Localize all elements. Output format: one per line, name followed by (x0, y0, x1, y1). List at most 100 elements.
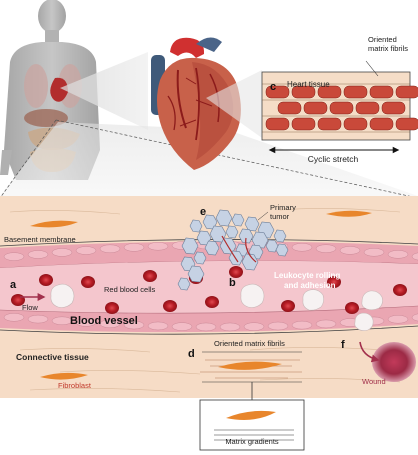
red-blood-cell (345, 302, 359, 314)
tumor-cell (209, 225, 227, 243)
tumor-cell (202, 214, 218, 230)
cardiomyocyte-cells (265, 85, 418, 131)
tumor-cell (215, 209, 233, 227)
endothelial-cell (171, 322, 193, 331)
cardiomyocyte (265, 85, 290, 99)
wound-label: Wound (362, 377, 386, 386)
cardiomyocyte (291, 85, 316, 99)
endothelial-cell (99, 244, 121, 254)
cardiomyocyte (343, 85, 368, 99)
leukocyte-cell (302, 289, 324, 311)
zoom-cone-heart (60, 52, 148, 130)
small-heart-icon (50, 77, 68, 102)
cardiomyocyte (395, 117, 418, 131)
primary-tumor-cluster (177, 209, 289, 291)
basement-membrane-label: Basement membrane (4, 235, 76, 244)
endothelial-cell (51, 316, 73, 326)
endothelial-cell (339, 246, 361, 255)
tumor-cell (241, 253, 259, 271)
panel-b-label: b (229, 277, 236, 289)
matrix-gradients-label: Matrix gradients (225, 437, 279, 446)
endothelial-cell (387, 315, 409, 324)
endothelial-cell (3, 252, 25, 261)
red-blood-cell (205, 296, 219, 308)
endothelial-cell (387, 250, 409, 259)
leukocyte-label-2: and adhesion (284, 281, 336, 290)
red-blood-cell (143, 270, 157, 282)
endothelial-cell (27, 314, 49, 324)
red-blood-cell (81, 276, 95, 288)
cardiomyocyte (265, 117, 290, 131)
zoom-cone-tissue (206, 70, 262, 138)
leukocyte-label-1: Leukocyte rolling (274, 271, 340, 280)
leukocyte-cell (354, 312, 374, 331)
panel-d-label: d (188, 348, 195, 360)
red-blood-cell (393, 284, 407, 296)
endothelial-cell (363, 248, 385, 257)
red-blood-cells-label: Red blood cells (104, 285, 156, 294)
red-blood-cell (105, 302, 119, 314)
flow-label: Flow (22, 303, 38, 312)
red-blood-cell (39, 274, 53, 286)
primary-tumor-label-2: tumor (270, 212, 290, 221)
tumor-blood-vessels (221, 235, 257, 263)
connective-tissue-label: Connective tissue (16, 352, 89, 362)
tumor-cell (187, 265, 205, 283)
tumor-cell (193, 251, 207, 265)
endothelial-cell (315, 319, 337, 329)
tumor-cell (275, 243, 289, 257)
red-blood-cells (11, 266, 407, 314)
oriented-matrix-fibrils-label-1: Oriented (368, 35, 397, 44)
endothelial-cell (51, 248, 73, 257)
cardiomyocyte (329, 101, 354, 115)
leukocyte-cell (50, 283, 75, 308)
migration-arrow (359, 341, 380, 363)
tumor-cell (238, 228, 254, 244)
cardiomyocyte (369, 117, 394, 131)
endothelial-cell (411, 252, 418, 261)
cardiomyocyte (277, 101, 302, 115)
endothelial-cells (3, 240, 418, 332)
cardiomyocyte (317, 85, 342, 99)
fibroblast-label: Fibroblast (58, 381, 92, 390)
tumor-cell (189, 219, 203, 233)
endothelial-cell (267, 321, 289, 331)
endothelial-cell (291, 243, 313, 252)
endothelial-cell (243, 322, 265, 331)
endothelial-cell (3, 313, 25, 322)
tumor-cell (273, 229, 287, 243)
cardiomyocyte (355, 101, 380, 115)
leukocyte-cell (361, 290, 383, 311)
endothelial-cell (147, 321, 169, 331)
tumor-cell (204, 240, 220, 256)
endothelial-cell (75, 246, 97, 255)
tumor-cell (177, 277, 191, 291)
cardiomyocyte (381, 101, 406, 115)
endothelial-cell (219, 322, 241, 332)
panel-f-label: f (341, 339, 345, 351)
cardiomyocyte (291, 117, 316, 131)
cyclic-stretch-label: Cyclic stretch (308, 154, 359, 164)
tumor-cell (231, 213, 245, 227)
panel-e-label: e (200, 206, 206, 218)
red-blood-cell (229, 266, 243, 278)
endothelial-cell (195, 322, 217, 332)
tumor-cell (196, 230, 212, 246)
matrix-gradients-inset (199, 399, 305, 451)
red-blood-cell (327, 276, 341, 288)
cardiomyocyte (395, 85, 418, 99)
endothelial-cell (27, 250, 49, 259)
fibroblast-inset (226, 410, 276, 420)
heart-tissue-label: Heart tissue (287, 80, 330, 89)
endothelial-cell (123, 320, 145, 330)
blood-vessel-label: Blood vessel (70, 315, 138, 327)
cardiomyocyte (317, 117, 342, 131)
oriented-matrix-fibrils-label-2: matrix fibrils (368, 44, 408, 53)
panel-a-label: a (10, 279, 17, 291)
red-blood-cell (281, 300, 295, 312)
red-blood-cell (163, 300, 177, 312)
fibroblasts (30, 210, 372, 380)
panel-c-label: c (270, 81, 276, 93)
endothelial-cell (291, 320, 313, 330)
